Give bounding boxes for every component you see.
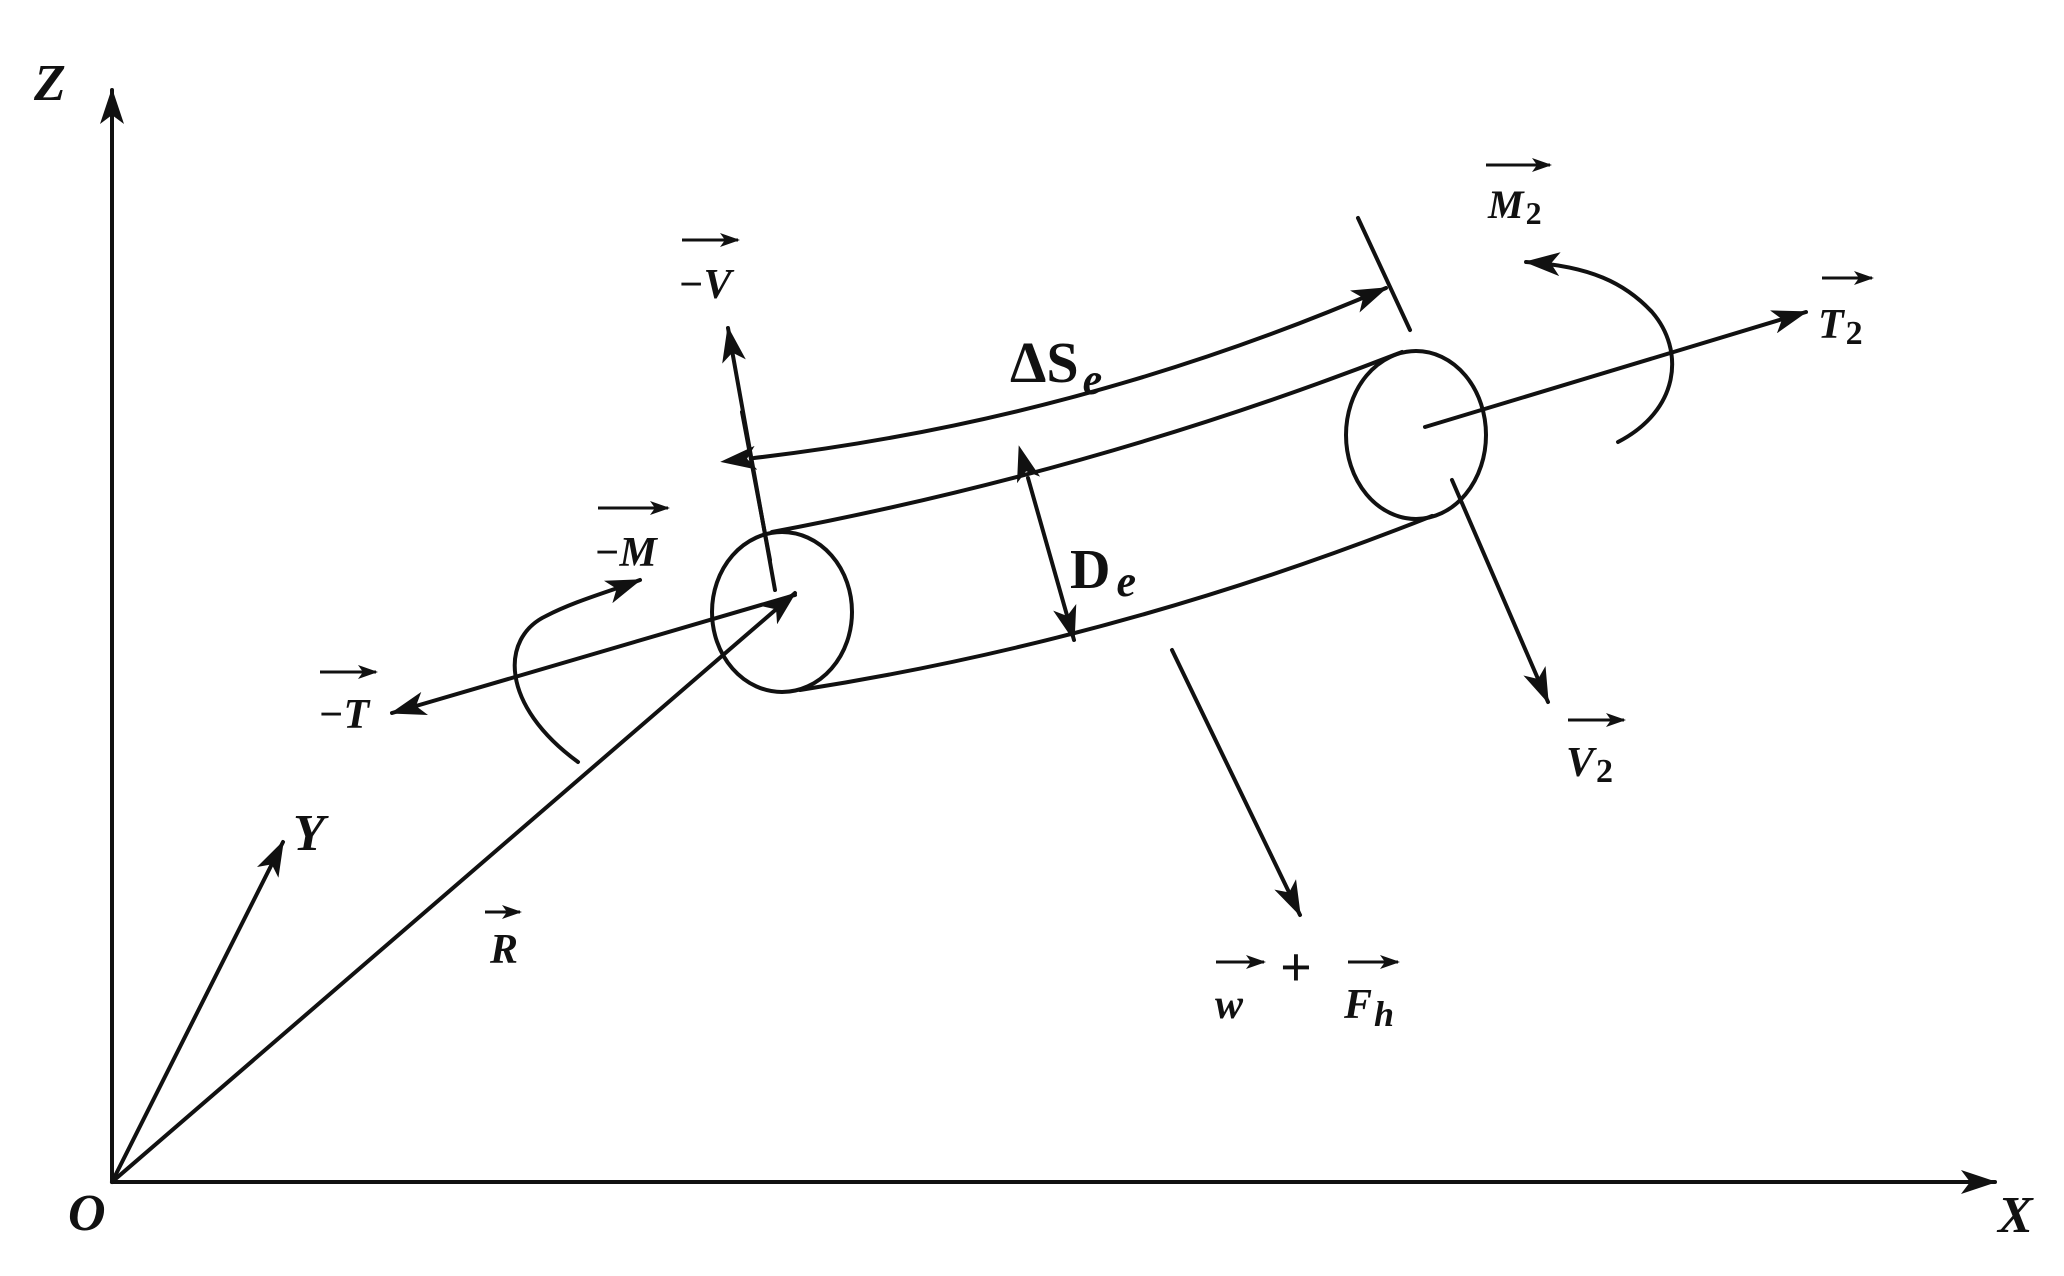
segment-length-label: ΔSe — [1010, 330, 1102, 404]
distributed-load-arrow — [1170, 648, 1302, 917]
neg-moment-label: −M — [594, 501, 670, 576]
svg-text:−V: −V — [678, 262, 734, 308]
neg-shear-label: −V — [678, 233, 740, 308]
neg-tension-arrow — [390, 593, 797, 715]
svg-text:V2: V2 — [1566, 740, 1613, 790]
diameter-dimension-arrow — [1017, 445, 1077, 642]
shear-2-label: V2 — [1566, 713, 1626, 790]
segment-length-tick-right — [1356, 216, 1412, 332]
neg-moment-arrow — [512, 578, 642, 764]
tension-2-arrow — [1423, 310, 1808, 429]
z-axis-label: Z — [33, 55, 66, 112]
position-vector-label: R — [485, 905, 522, 973]
neg-shear-arrow — [722, 326, 777, 592]
tension-2-label: T2 — [1818, 271, 1874, 352]
shear-2-arrow — [1450, 478, 1550, 704]
svg-text:w: w — [1215, 982, 1244, 1028]
svg-text:−T: −T — [318, 692, 371, 738]
y-axis-label: Y — [293, 805, 329, 862]
distributed-load-label: w + Fh — [1215, 937, 1400, 1034]
position-vector-arrow — [110, 591, 797, 1184]
moment-2-arrow — [1524, 252, 1674, 444]
moment-2-label: M2 — [1486, 158, 1552, 231]
svg-text:De: De — [1070, 539, 1136, 606]
x-axis-label: X — [1996, 1187, 2034, 1244]
neg-tension-label: −T — [318, 665, 378, 738]
svg-text:R: R — [489, 927, 518, 973]
right-end-section — [1344, 349, 1488, 521]
y-axis — [110, 840, 285, 1184]
svg-text:M2: M2 — [1487, 182, 1542, 231]
svg-text:Fh: Fh — [1343, 982, 1394, 1034]
segment-length-dimension-arrow — [720, 286, 1388, 470]
origin-label: O — [68, 1185, 106, 1242]
svg-text:ΔSe: ΔSe — [1010, 330, 1102, 404]
svg-text:T2: T2 — [1818, 302, 1863, 352]
plus-sign: + — [1280, 937, 1312, 999]
svg-text:−M: −M — [594, 530, 658, 576]
cable-bottom-edge — [798, 514, 1434, 692]
